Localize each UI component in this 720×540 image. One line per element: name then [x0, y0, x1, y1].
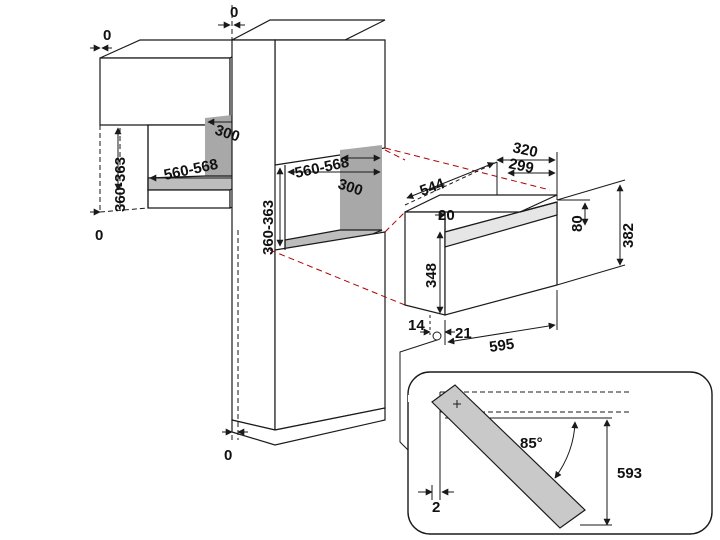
label-detail-offset: 2 — [432, 499, 440, 516]
detail-angle-arc — [554, 421, 579, 479]
tall-cabinet — [231, 19, 386, 446]
oven-detail-marker — [432, 331, 442, 341]
label-oven-top-depth-a: 320 — [511, 139, 539, 161]
detail-callout-line — [399, 339, 438, 451]
label-wall-top-zero: 0 — [103, 27, 111, 44]
oven-control-panel — [444, 201, 558, 248]
label-wall-height: 360-363 — [112, 157, 129, 212]
label-oven-gap-right: 21 — [455, 325, 472, 342]
detail-door — [431, 384, 586, 529]
wall-cabinet-base — [147, 189, 231, 209]
label-oven-panel-top: 20 — [438, 207, 455, 224]
tall-cabinet-arrows — [218, 21, 381, 436]
tall-cabinet-base — [231, 407, 386, 446]
detail-pivot — [453, 400, 461, 408]
label-wall-depth: 300 — [213, 122, 242, 146]
tall-cabinet-top — [231, 19, 386, 41]
tall-cabinet-upper-front — [274, 39, 386, 166]
label-oven-gap-left: 14 — [408, 317, 425, 334]
tall-cabinet-lower-front — [274, 231, 386, 431]
label-oven-top-depth-b: 299 — [507, 155, 535, 177]
label-tall-bottom-zero: 0 — [224, 447, 232, 464]
label-oven-inner-height: 348 — [423, 263, 440, 288]
label-detail-drop: 593 — [617, 465, 642, 482]
wall-cabinet-front — [99, 57, 231, 126]
label-detail-angle: 85° — [520, 435, 543, 452]
label-tall-height: 360-363 — [260, 200, 277, 255]
label-wall-bottom-zero: 0 — [95, 227, 103, 244]
detail-view — [407, 371, 713, 535]
label-oven-front-height: 80 — [569, 215, 586, 232]
label-tall-depth: 300 — [336, 176, 365, 200]
oven — [404, 194, 558, 316]
tall-cabinet-niche-back — [340, 145, 382, 232]
label-oven-total-height: 382 — [620, 223, 637, 248]
oven-arrows — [406, 156, 624, 345]
label-oven-width: 595 — [488, 336, 515, 356]
label-tall-top-zero: 0 — [230, 4, 238, 21]
